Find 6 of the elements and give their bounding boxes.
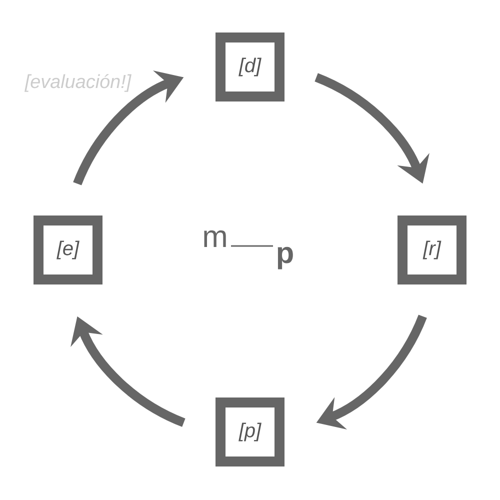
- process-box: [e]: [34, 216, 102, 284]
- process-box: [p]: [216, 398, 284, 466]
- center-letter: p: [278, 246, 293, 270]
- process-box: [r]: [398, 216, 466, 284]
- process-box: [d]: [216, 32, 284, 102]
- center-letter: m: [204, 230, 226, 247]
